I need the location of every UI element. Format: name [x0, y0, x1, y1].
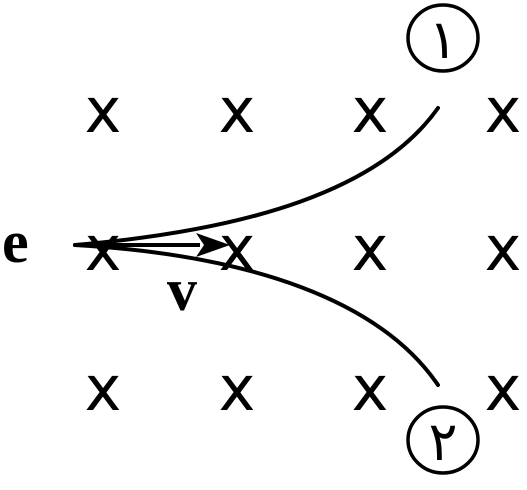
trajectory-1 [73, 106, 440, 247]
velocity-label: v [167, 257, 197, 323]
path-1-marker: ١ [406, 3, 480, 73]
path-2-circle [406, 405, 480, 475]
field-cross-r1-c1: x [85, 74, 122, 147]
field-cross-r3-c1: x [85, 352, 122, 425]
path-2-label: ٢ [428, 410, 457, 473]
field-cross-r1-c2: x [219, 74, 256, 147]
particle-label: e [2, 209, 29, 275]
path-2-marker: ٢ [406, 405, 480, 475]
path-1-circle [406, 3, 480, 73]
field-cross-r3-c2: x [219, 352, 256, 425]
trajectory-2 [73, 243, 440, 387]
field-cross-r3-c4: x [485, 352, 522, 425]
field-cross-r1-c3: x [352, 74, 389, 147]
field-cross-r1-c4: x [485, 74, 522, 147]
field-cross-r2-c3: x [352, 212, 389, 285]
field-cross-r3-c3: x [352, 352, 389, 425]
field-cross-r2-c4: x [485, 212, 522, 285]
velocity-arrowhead-icon [196, 233, 230, 257]
path-1-label: ١ [428, 8, 457, 71]
